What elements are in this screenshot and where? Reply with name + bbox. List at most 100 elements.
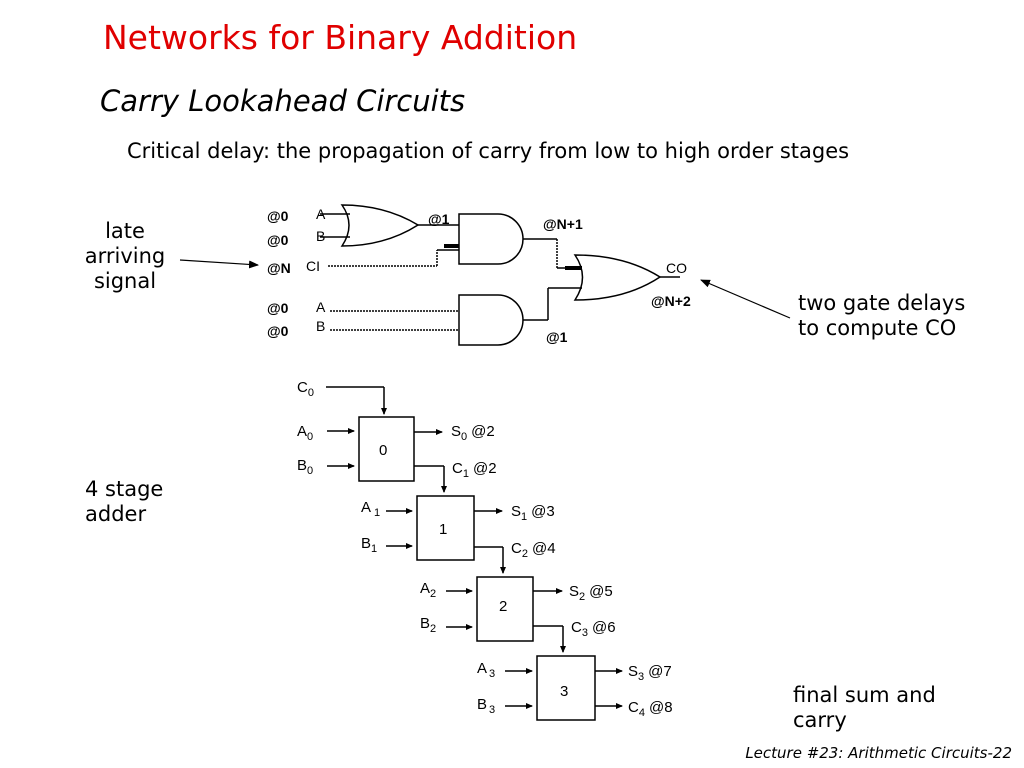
input-ci-label: CI [306,258,320,274]
a-sub: 3 [489,668,495,680]
time-and2: @1 [546,329,568,345]
input-a2-label: A [316,299,326,315]
carry-lookahead-gate-circuit [320,204,680,346]
or-gate-2 [573,254,662,301]
input-b2-label: B [316,318,325,334]
four-stage-adder-note: 4 stage adder [85,477,163,527]
c-sub: 3 [582,627,588,639]
stage-1-label: 1 [439,521,447,538]
c-main: C [452,460,463,477]
a-sub: 1 [374,507,380,519]
c-sub: 2 [522,548,528,560]
c0-main: C [297,379,308,396]
b-sub: 2 [430,623,436,635]
note-line: 4 stage [85,477,164,501]
b-main: B [297,457,307,474]
s-main: S [628,663,638,680]
c-time: @8 [649,699,673,716]
s-time: @5 [589,583,613,600]
time-a0: @0 [267,208,289,224]
final-sum-note: final sum and carry [793,683,936,733]
c-sub: 4 [639,707,645,719]
note-line: arriving [84,244,166,268]
s-sub: 3 [638,671,644,683]
adder-stage-3 [536,655,596,721]
c-main: C [571,619,582,636]
b-main: B [477,696,487,713]
ripple-carry-adder [326,386,623,721]
s-sub: 2 [579,591,585,603]
late-arriving-note: late arriving signal [85,219,166,294]
s-time: @3 [531,503,555,520]
s3-label: S3 @7 [628,663,672,683]
stage-2-label: 2 [499,598,507,615]
s-sub: 1 [521,511,527,523]
s-time: @2 [471,423,495,440]
time-b0b: @0 [267,323,289,339]
note-line: two gate delays [798,291,966,315]
s-main: S [569,583,579,600]
time-or1: @1 [428,211,450,227]
slide-title: Networks for Binary Addition [103,18,578,57]
note-line: final sum and [793,683,936,707]
output-co-label: CO [666,260,687,276]
a-sub: 2 [430,588,436,600]
co-arrow [700,279,791,319]
b0-label: B0 [297,457,313,477]
c2-label: C2 @4 [511,540,556,560]
input-a-label: A [316,206,326,222]
adder-stage-0 [358,416,415,482]
s0-label: S0 @2 [451,423,495,443]
s1-label: S1 @3 [511,503,555,523]
stage-0-label: 0 [379,442,387,459]
two-gate-delays-note: two gate delays to compute CO [798,291,965,341]
note-line: carry [793,708,847,732]
s-sub: 0 [461,431,467,443]
or-gate-1 [340,204,420,247]
b-main: B [361,535,371,552]
a2-label: A2 [420,580,436,600]
note-line: signal [93,269,157,293]
time-co: @N+2 [651,293,691,309]
and-gate-1 [458,213,524,265]
c-main: C [511,540,522,557]
c-time: @6 [592,619,616,636]
b-sub: 3 [489,704,495,716]
note-line: late [105,219,145,243]
adder-stage-2 [476,576,534,642]
c3-label: C3 @6 [571,619,616,639]
late-signal-arrow [179,259,259,269]
b-sub: 0 [307,465,313,477]
s-time: @7 [648,663,672,680]
c-sub: 1 [463,468,469,480]
b-sub: 1 [371,543,377,555]
adder-stage-1 [416,495,475,561]
input-b-label: B [316,228,325,244]
b-main: B [420,615,430,632]
a0-label: A0 [297,423,313,443]
and-gate-2 [458,294,524,346]
b2-label: B2 [420,615,436,635]
s2-label: S2 @5 [569,583,613,603]
c-main: C [628,699,639,716]
a-main: A [361,499,371,516]
s-main: S [511,503,521,520]
time-and1: @N+1 [543,216,583,232]
c1-label: C1 @2 [452,460,497,480]
stage-3-label: 3 [560,683,568,700]
c-time: @2 [473,460,497,477]
a-main: A [477,660,487,677]
time-b0: @0 [267,232,289,248]
s-main: S [451,423,461,440]
c4-label: C4 @8 [628,699,673,719]
time-cin: @N [267,260,291,276]
note-line: adder [85,502,147,526]
a-main: A [420,580,430,597]
lecture-footer: Lecture #23: Arithmetic Circuits-22 [745,744,1012,762]
time-a0b: @0 [267,300,289,316]
c-time: @4 [532,540,556,557]
